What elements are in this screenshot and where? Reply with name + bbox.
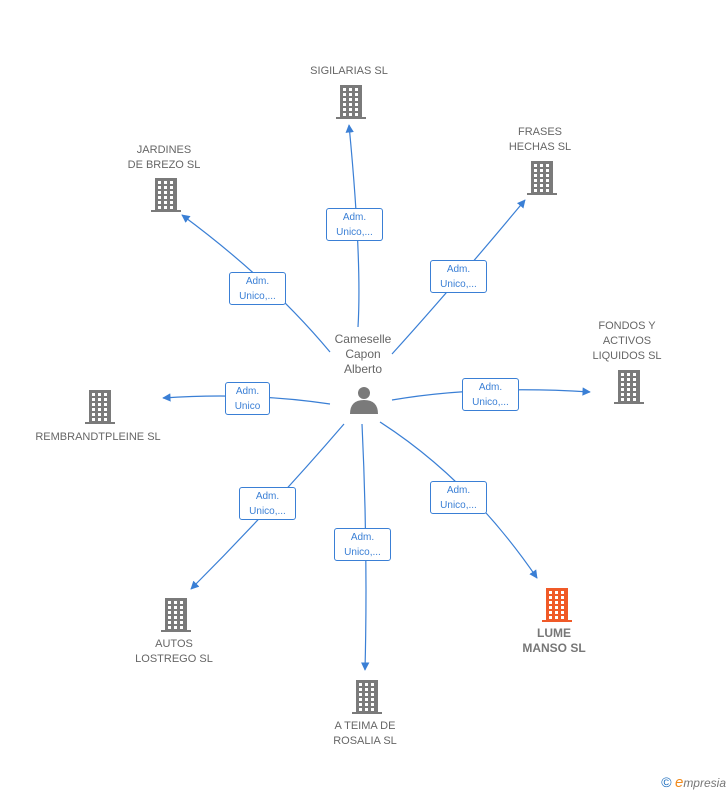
brand-initial: e <box>674 774 684 791</box>
edge-label-sigilarias[interactable]: Adm. Unico,... <box>326 208 383 241</box>
person-icon[interactable] <box>350 387 378 414</box>
company-name-autos[interactable]: AUTOS LOSTREGO SL <box>135 638 213 665</box>
brand-watermark: © empresia <box>661 774 726 791</box>
building-icon-frases[interactable] <box>527 161 557 195</box>
copyright-symbol: © <box>661 774 672 790</box>
brand-name: mpresia <box>683 776 726 790</box>
company-name-sigilarias[interactable]: SIGILARIAS SL <box>310 65 388 77</box>
building-icon-lume[interactable] <box>542 588 572 622</box>
building-icon-autos[interactable] <box>161 598 191 632</box>
company-name-fondos[interactable]: FONDOS Y ACTIVOS LIQUIDOS SL <box>592 320 662 362</box>
building-icon-sigilarias[interactable] <box>336 85 366 119</box>
company-name-ateima[interactable]: A TEIMA DE ROSALIA SL <box>333 720 397 747</box>
company-name-lume[interactable]: LUME MANSO SL <box>522 626 586 655</box>
company-name-jardines[interactable]: JARDINES DE BREZO SL <box>127 144 201 171</box>
edge-label-frases[interactable]: Adm. Unico,... <box>430 260 487 293</box>
building-icon-ateima[interactable] <box>352 680 382 714</box>
building-icon-jardines[interactable] <box>151 178 181 212</box>
edge-label-fondos[interactable]: Adm. Unico,... <box>462 378 519 411</box>
edge-label-lume[interactable]: Adm. Unico,... <box>430 481 487 514</box>
company-name-frases[interactable]: FRASES HECHAS SL <box>508 126 572 153</box>
edge-label-ateima[interactable]: Adm. Unico,... <box>334 528 391 561</box>
edge-label-autos[interactable]: Adm. Unico,... <box>239 487 296 520</box>
company-name-rembrandt[interactable]: REMBRANDTPLEINE SL <box>35 431 161 443</box>
building-icon-rembrandt[interactable] <box>85 390 115 424</box>
person-name[interactable]: Cameselle Capon Alberto <box>334 332 392 376</box>
edge-label-jardines[interactable]: Adm. Unico,... <box>229 272 286 305</box>
building-icon-fondos[interactable] <box>614 370 644 404</box>
edge-sigilarias <box>345 124 360 328</box>
edge-label-rembrandt[interactable]: Adm. Unico <box>225 382 270 415</box>
